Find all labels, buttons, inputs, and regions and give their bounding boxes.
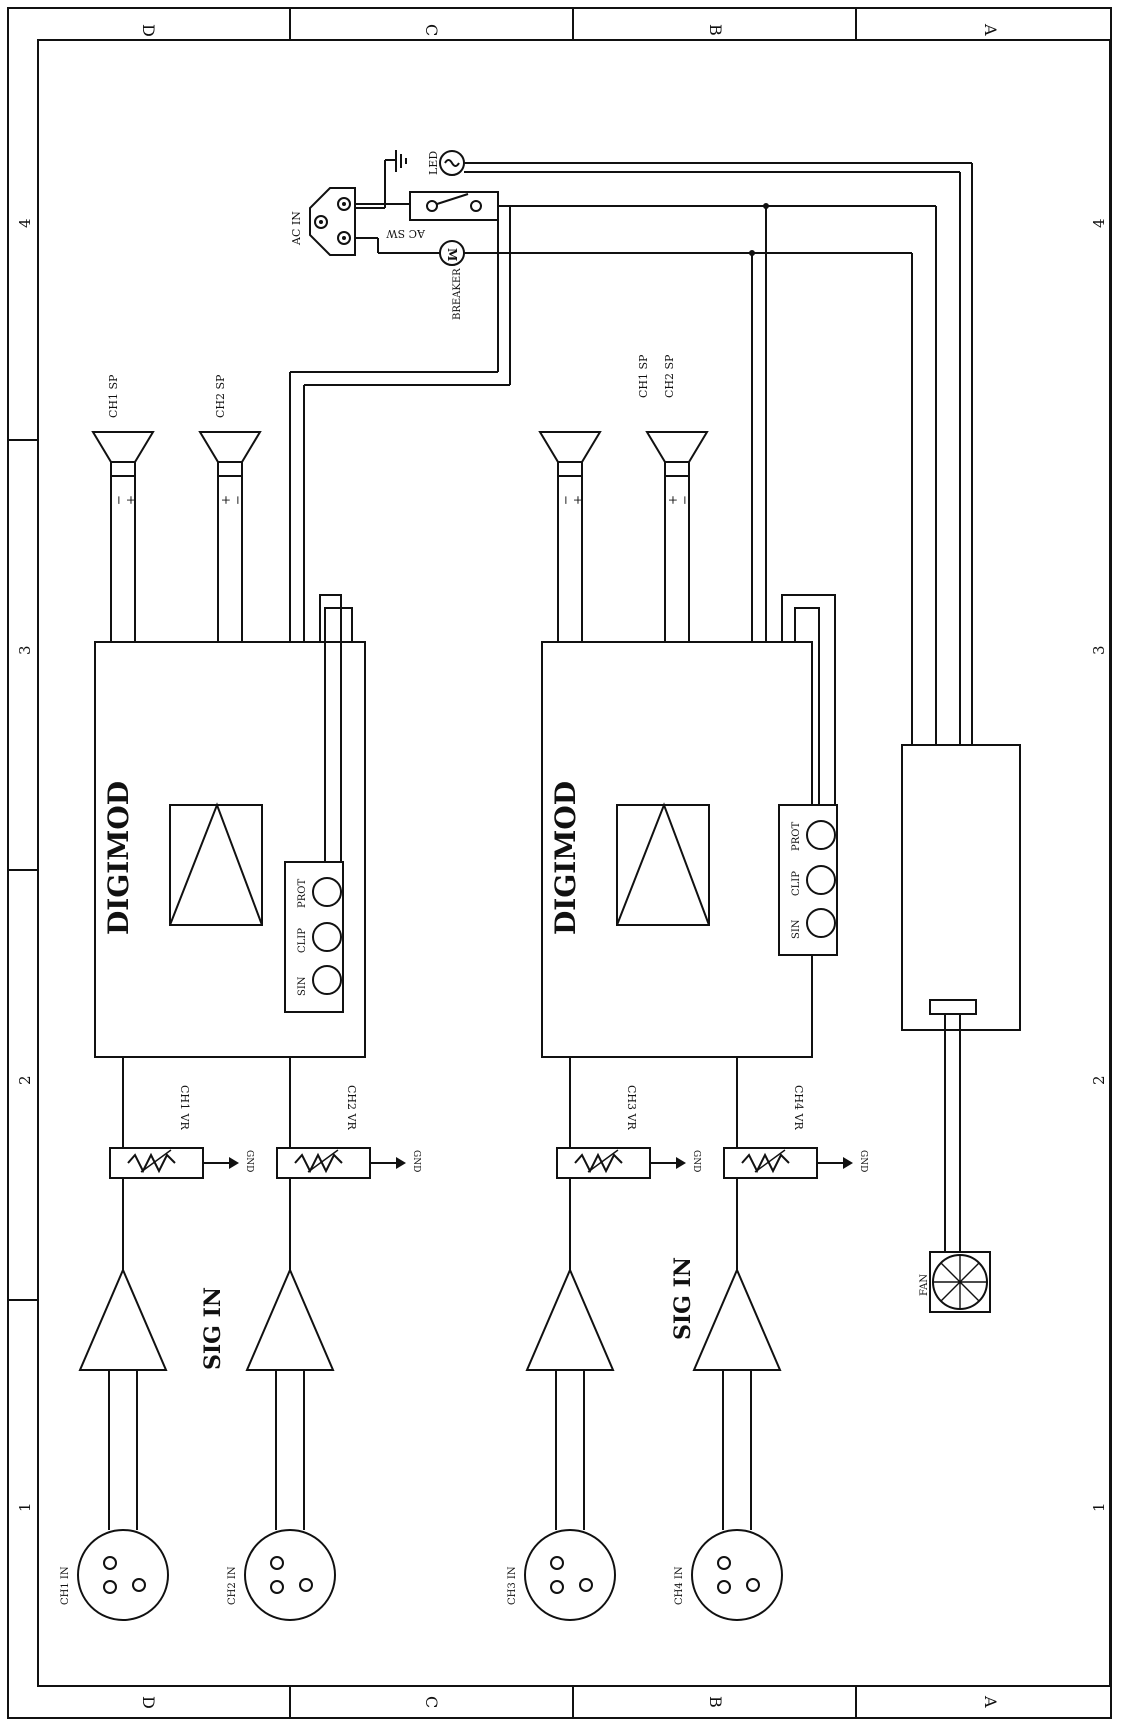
status-led-sin (806, 908, 836, 938)
status-led-prot (806, 820, 836, 850)
status-led-label: PROT (791, 822, 802, 851)
border-number-left: 3 (16, 645, 34, 655)
gnd-label: GND (244, 1150, 254, 1172)
amp-symbol-box (169, 804, 263, 926)
status-led-panel: SIN CLIP PROT (778, 804, 838, 956)
border-number-right: 2 (1090, 1075, 1108, 1085)
input-channel-1: GND CH3 VR CH3 IN (507, 1057, 701, 1621)
amplifier-module-2: DIGIMOD−+CH1 SP+−CH2 SPSINCLIPPROTGNDCH3… (507, 354, 868, 1621)
ac-in-plug (309, 187, 356, 256)
status-led-label: PROT (297, 879, 308, 908)
border-letter-top: C (422, 24, 441, 36)
polarity-mark: + (666, 495, 680, 505)
speaker-label: CH1 SP (637, 354, 650, 398)
power-section: AC IN AC SW LED M BREAKER (289, 150, 973, 745)
status-led-panel: SIN CLIP PROT (284, 861, 344, 1013)
border-letter-top: A (981, 23, 1000, 36)
polarity-mark: − (678, 495, 692, 505)
volume-pot (276, 1147, 371, 1179)
polarity-mark: − (559, 495, 573, 505)
power-supply-board (901, 744, 1021, 1031)
polarity-mark: − (112, 495, 126, 505)
amp-symbol-triangle (616, 802, 710, 926)
xlr-connector (691, 1529, 783, 1621)
polarity-mark: + (219, 495, 233, 505)
border-letter-bottom: C (422, 1696, 441, 1708)
input-label: CH3 IN (507, 1566, 518, 1605)
speaker-label: CH1 SP (107, 374, 120, 418)
input-label: CH1 IN (60, 1566, 71, 1605)
status-led-sin (312, 965, 342, 995)
input-buffer (78, 1267, 168, 1371)
status-led-label: SIN (297, 976, 308, 996)
gnd-label: GND (411, 1150, 421, 1172)
border-number-right: 1 (1090, 1502, 1108, 1512)
status-led-clip (806, 865, 836, 895)
sig-in-label: SIG IN (200, 1287, 226, 1370)
polarity-mark: + (571, 495, 585, 505)
gnd-label: GND (691, 1150, 701, 1172)
breaker-m: M (445, 248, 459, 261)
amp-symbol-triangle (169, 802, 263, 926)
speaker-2: +− CH2 SP (645, 354, 709, 642)
border-letter-bottom: D (139, 1696, 158, 1709)
gnd-label: GND (858, 1150, 868, 1172)
border-number-right: 4 (1090, 218, 1108, 228)
digimod-title: DIGIMOD (102, 781, 135, 935)
border-number-right: 3 (1090, 645, 1108, 655)
status-led-clip (312, 922, 342, 952)
zone-dividers (8, 8, 1111, 1718)
volume-pot (109, 1147, 204, 1179)
input-channel-2: GND CH2 VR CH2 IN (227, 1057, 421, 1621)
fan-label: FAN (919, 1274, 930, 1296)
volume-pot (556, 1147, 651, 1179)
fan-symbol: FAN (919, 1251, 991, 1313)
status-led-label: CLIP (297, 928, 308, 953)
vr-label: CH3 VR (625, 1085, 638, 1130)
input-label: CH2 IN (227, 1566, 238, 1605)
input-buffer (692, 1267, 782, 1371)
input-channel-1: GND CH1 VR CH1 IN (60, 1057, 254, 1621)
border-letter-top: D (139, 24, 158, 37)
ac-switch (409, 191, 499, 221)
polarity-mark: + (124, 495, 138, 505)
breaker-label: BREAKER (452, 268, 463, 320)
volume-pot (723, 1147, 818, 1179)
input-channel-2: GND CH4 VR CH4 IN (674, 1057, 868, 1621)
vr-label: CH1 VR (178, 1085, 191, 1130)
status-led-label: SIN (791, 919, 802, 939)
speaker-label: CH2 SP (663, 354, 676, 398)
amp-symbol-box (616, 804, 710, 926)
border-number-left: 2 (16, 1075, 34, 1085)
status-led-label: CLIP (791, 871, 802, 896)
speaker-label: CH2 SP (214, 374, 227, 418)
vr-label: CH2 VR (345, 1085, 358, 1130)
ac-in-label: AC IN (290, 211, 303, 246)
input-buffer (525, 1267, 615, 1371)
xlr-connector (244, 1529, 336, 1621)
ac-sw-label: AC SW (386, 227, 426, 240)
border-letter-bottom: B (706, 1696, 725, 1708)
polarity-mark: − (231, 495, 245, 505)
xlr-connector (77, 1529, 169, 1621)
xlr-connector (524, 1529, 616, 1621)
speaker-2: +− CH2 SP (198, 374, 262, 642)
input-label: CH4 IN (674, 1566, 685, 1605)
status-led-prot (312, 877, 342, 907)
speaker-1: −+ CH1 SP (91, 374, 155, 642)
speaker-1: −+ CH1 SP (538, 354, 650, 642)
border-letter-top: B (706, 24, 725, 36)
input-buffer (245, 1267, 335, 1371)
vr-label: CH4 VR (792, 1085, 805, 1130)
amplifier-module-1: DIGIMOD−+CH1 SP+−CH2 SPSINCLIPPROTGNDCH1… (60, 374, 421, 1621)
fan-connector (929, 999, 977, 1015)
digimod-title: DIGIMOD (549, 781, 582, 935)
led-label: LED (427, 151, 440, 175)
border-number-left: 4 (16, 218, 34, 228)
border-number-left: 1 (16, 1502, 34, 1512)
border-letter-bottom: A (981, 1695, 1000, 1708)
sig-in-label: SIG IN (670, 1257, 696, 1340)
